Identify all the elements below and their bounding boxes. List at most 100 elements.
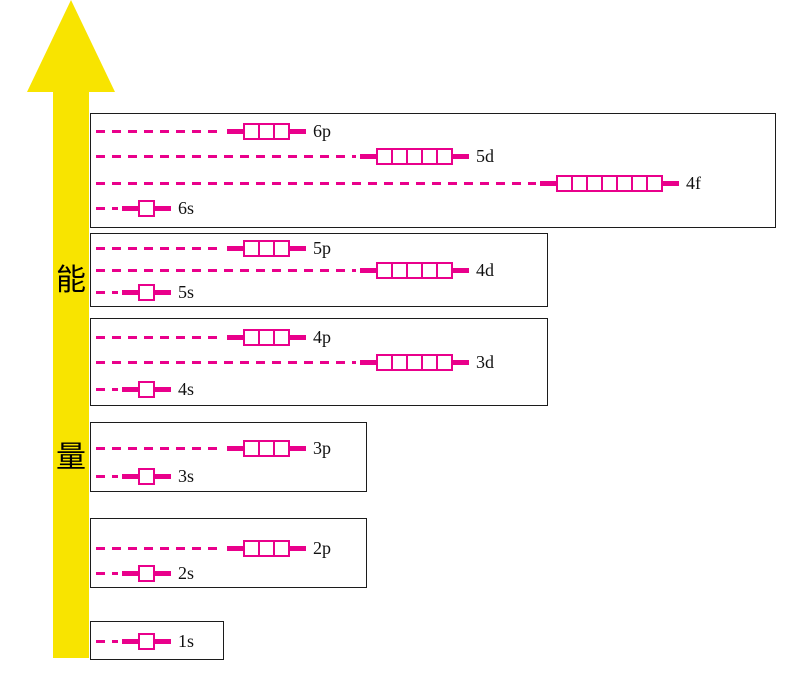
orbital-label-1s: 1s xyxy=(178,631,195,651)
orbital-left-tick xyxy=(540,180,556,186)
orbital-label-4s: 4s xyxy=(178,379,195,399)
orbital-right-tick xyxy=(290,445,306,451)
orbital-right-tick xyxy=(155,205,171,211)
dashed-connector xyxy=(96,206,118,210)
orbital-right-tick xyxy=(155,570,171,576)
orbital-label-5d: 5d xyxy=(476,146,494,166)
orbital-cell xyxy=(138,467,155,485)
orbital-right-tick xyxy=(290,545,306,551)
orbital-cells-6p xyxy=(243,122,290,140)
orbital-label-2s: 2s xyxy=(178,563,195,583)
orbital-left-tick xyxy=(227,245,243,251)
orbital-cell xyxy=(273,239,290,257)
orbital-right-tick xyxy=(453,153,469,159)
orbital-left-tick xyxy=(360,267,376,273)
dashed-connector xyxy=(96,571,118,575)
orbital-row-4s: 4s xyxy=(96,378,194,400)
orbital-cell xyxy=(273,539,290,557)
dashed-connector xyxy=(96,639,118,643)
orbital-right-tick xyxy=(155,386,171,392)
orbital-cells-3d xyxy=(376,353,453,371)
orbital-left-tick xyxy=(122,473,138,479)
orbital-cells-5s xyxy=(138,283,155,301)
orbital-left-tick xyxy=(360,153,376,159)
orbital-label-6s: 6s xyxy=(178,198,195,218)
orbital-cell xyxy=(273,439,290,457)
dashed-connector xyxy=(96,335,223,339)
orbital-label-3d: 3d xyxy=(476,352,494,372)
orbital-row-3p: 3p xyxy=(96,437,331,459)
dashed-connector xyxy=(96,181,536,185)
orbital-right-tick xyxy=(453,267,469,273)
orbital-label-4d: 4d xyxy=(476,260,494,280)
orbital-label-4f: 4f xyxy=(686,173,701,193)
orbital-right-tick xyxy=(155,473,171,479)
orbital-cells-4d xyxy=(376,261,453,279)
orbital-label-2p: 2p xyxy=(313,538,331,558)
dashed-connector xyxy=(96,129,223,133)
orbital-label-5p: 5p xyxy=(313,238,331,258)
orbital-label-3s: 3s xyxy=(178,466,195,486)
orbital-cell xyxy=(436,261,453,279)
orbital-cell xyxy=(436,353,453,371)
dashed-connector xyxy=(96,360,356,364)
orbital-label-4p: 4p xyxy=(313,327,331,347)
orbital-cells-4p xyxy=(243,328,290,346)
energy-arrow-shaft xyxy=(53,88,89,658)
orbital-cells-4f xyxy=(556,174,663,192)
orbital-cell xyxy=(138,564,155,582)
orbital-row-3s: 3s xyxy=(96,465,194,487)
orbital-cells-2s xyxy=(138,564,155,582)
orbital-right-tick xyxy=(290,245,306,251)
orbital-cell xyxy=(138,380,155,398)
orbital-cell xyxy=(138,283,155,301)
orbital-left-tick xyxy=(227,545,243,551)
orbital-right-tick xyxy=(663,180,679,186)
dashed-connector xyxy=(96,290,118,294)
dashed-connector xyxy=(96,446,223,450)
orbital-cell xyxy=(273,122,290,140)
orbital-cells-5p xyxy=(243,239,290,257)
shell-box-n2 xyxy=(90,518,367,588)
orbital-cells-3p xyxy=(243,439,290,457)
orbital-left-tick xyxy=(122,289,138,295)
orbital-row-1s: 1s xyxy=(96,630,194,652)
orbital-cells-2p xyxy=(243,539,290,557)
dashed-connector xyxy=(96,387,118,391)
orbital-right-tick xyxy=(155,638,171,644)
energy-axis-label-char-2: 量 xyxy=(56,440,86,475)
dashed-connector xyxy=(96,474,118,478)
orbital-right-tick xyxy=(290,334,306,340)
orbital-row-4p: 4p xyxy=(96,326,331,348)
shell-box-n3 xyxy=(90,422,367,492)
orbital-row-6p: 6p xyxy=(96,120,331,142)
orbital-left-tick xyxy=(122,570,138,576)
orbital-right-tick xyxy=(453,359,469,365)
orbital-cells-3s xyxy=(138,467,155,485)
orbital-row-5s: 5s xyxy=(96,281,194,303)
orbital-cell xyxy=(273,328,290,346)
dashed-connector xyxy=(96,268,356,272)
energy-axis-label-char-1: 能 xyxy=(56,263,86,298)
orbital-row-5p: 5p xyxy=(96,237,331,259)
dashed-connector xyxy=(96,546,223,550)
orbital-left-tick xyxy=(360,359,376,365)
orbital-label-5s: 5s xyxy=(178,282,195,302)
orbital-cell xyxy=(436,147,453,165)
orbital-label-3p: 3p xyxy=(313,438,331,458)
dashed-connector xyxy=(96,154,356,158)
orbital-cells-5d xyxy=(376,147,453,165)
orbital-left-tick xyxy=(122,205,138,211)
orbital-label-6p: 6p xyxy=(313,121,331,141)
orbital-right-tick xyxy=(290,128,306,134)
orbital-cell xyxy=(646,174,663,192)
orbital-cells-1s xyxy=(138,632,155,650)
dashed-connector xyxy=(96,246,223,250)
energy-arrow-head-icon xyxy=(27,0,115,92)
orbital-row-4d: 4d xyxy=(96,259,494,281)
orbital-cells-4s xyxy=(138,380,155,398)
orbital-left-tick xyxy=(122,386,138,392)
orbital-row-2s: 2s xyxy=(96,562,194,584)
orbital-left-tick xyxy=(227,128,243,134)
